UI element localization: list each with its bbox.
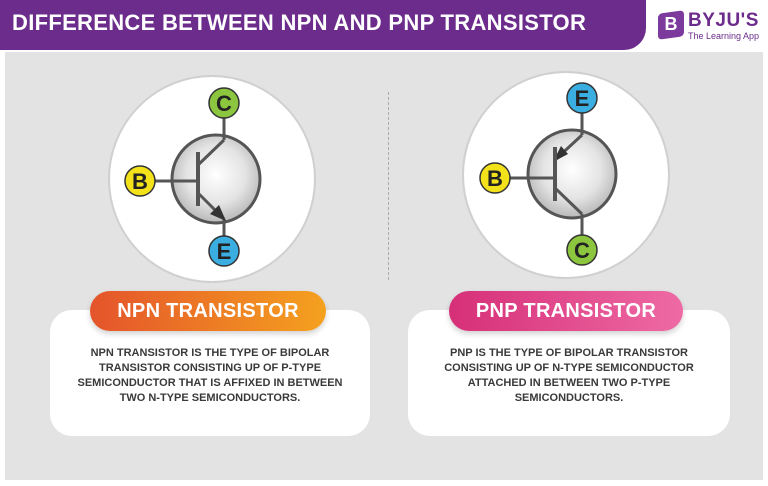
pnp-collector-letter: C — [574, 238, 590, 263]
pnp-collector-terminal: C — [566, 234, 598, 266]
npn-collector-diagonal — [196, 138, 226, 167]
byjus-logo: B BYJU'S The Learning App — [658, 10, 763, 44]
npn-collector-terminal: C — [208, 87, 240, 119]
npn-base-letter: B — [132, 169, 148, 194]
logo-tagline: The Learning App — [688, 31, 760, 41]
npn-base-terminal: B — [124, 165, 156, 197]
npn-emitter-terminal: E — [208, 235, 240, 267]
npn-description-card: NPN TRANSISTOR IS THE TYPE OF BIPOLAR TR… — [50, 310, 370, 436]
npn-title-pill: NPN TRANSISTOR — [90, 291, 326, 331]
pnp-description: PNP IS THE TYPE OF BIPOLAR TRANSISTOR CO… — [444, 347, 694, 404]
npn-description: NPN TRANSISTOR IS THE TYPE OF BIPOLAR TR… — [77, 347, 343, 404]
section-divider — [388, 92, 389, 280]
page-title: DIFFERENCE BETWEEN NPN AND PNP TRANSISTO… — [12, 10, 587, 35]
pnp-description-card: PNP IS THE TYPE OF BIPOLAR TRANSISTOR CO… — [408, 310, 730, 436]
npn-collector-letter: C — [216, 91, 232, 116]
logo-name: BYJU'S — [688, 10, 759, 31]
pnp-emitter-letter: E — [575, 86, 590, 111]
pnp-emitter-terminal: E — [566, 82, 598, 114]
logo-mark-letter: B — [664, 14, 678, 34]
title-banner: DIFFERENCE BETWEEN NPN AND PNP TRANSISTO… — [0, 0, 646, 50]
npn-emitter-letter: E — [217, 239, 232, 264]
pnp-title-pill: PNP TRANSISTOR — [449, 291, 683, 331]
pnp-base-terminal: B — [479, 162, 511, 194]
pnp-base-letter: B — [487, 166, 503, 191]
pnp-collector-diagonal — [553, 186, 584, 216]
npn-emitter-arrow-icon — [210, 205, 226, 221]
pnp-transistor-body — [526, 128, 618, 220]
npn-transistor-body — [170, 133, 262, 225]
